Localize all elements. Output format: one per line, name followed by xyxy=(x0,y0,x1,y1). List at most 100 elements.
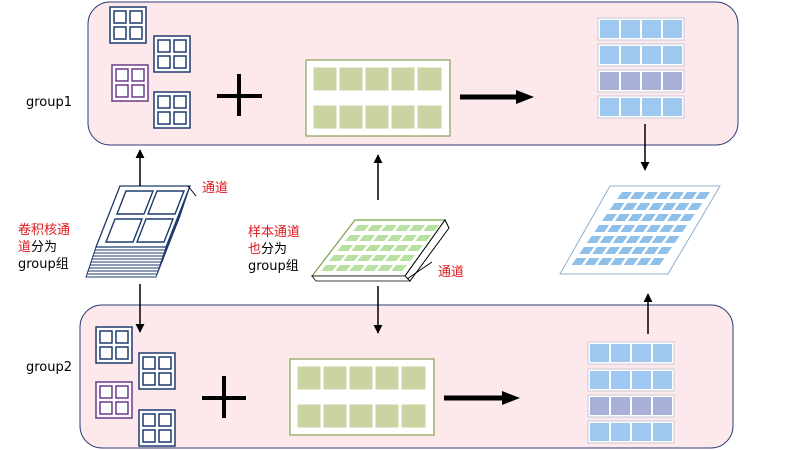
output-sheet-grid xyxy=(571,192,710,265)
output-cell xyxy=(601,214,617,221)
output-cell xyxy=(664,236,680,243)
group2-output-arrow xyxy=(444,391,520,405)
sample-cell xyxy=(387,235,403,241)
group1-kernel-1 xyxy=(109,6,147,44)
output-cell xyxy=(635,203,651,210)
group1-output-stack xyxy=(597,17,685,119)
sample-annotation-line2: 分为 xyxy=(261,242,288,257)
output-cell xyxy=(597,258,613,265)
output-cell xyxy=(579,247,594,254)
output-cell xyxy=(614,214,630,221)
output-cell xyxy=(592,247,607,254)
group2-sample-block xyxy=(289,358,435,436)
output-cell xyxy=(612,236,628,243)
sample-cell xyxy=(329,255,345,261)
output-cell xyxy=(636,258,652,265)
sample-cell xyxy=(423,225,439,231)
output-cell xyxy=(648,203,664,210)
group1-label: group1 xyxy=(26,95,73,110)
group2-kernel-4 xyxy=(138,409,176,447)
output-cell xyxy=(633,225,649,232)
sample-cell xyxy=(391,265,407,271)
sample-annotation: 样本通道 也分为 group组 xyxy=(248,224,300,275)
sample-cell xyxy=(365,245,381,251)
output-cell xyxy=(669,192,684,199)
sample-annotation-line1: 样本通道 xyxy=(248,225,301,240)
group1-sample-block xyxy=(305,59,451,137)
output-cell xyxy=(622,203,638,210)
sample-cell xyxy=(377,265,393,271)
group1-plus-sign xyxy=(217,74,262,116)
sample-cell xyxy=(379,245,395,251)
output-cell xyxy=(599,236,615,243)
output-cell xyxy=(586,236,602,243)
output-cell xyxy=(661,203,677,210)
sample-cell xyxy=(367,225,383,231)
group2-label: group2 xyxy=(26,360,73,375)
output-cell xyxy=(679,214,695,221)
output-cell xyxy=(607,225,623,232)
group1-kernel-3 xyxy=(111,64,149,102)
output-cell xyxy=(630,192,645,199)
sample-cell xyxy=(349,265,365,271)
sample-cell xyxy=(395,225,411,231)
sample-cell xyxy=(373,235,389,241)
output-cell xyxy=(623,258,639,265)
output-cell xyxy=(657,247,672,254)
kernel-annotation-line2: 分为 xyxy=(31,240,58,255)
sample-cell xyxy=(415,235,431,241)
group2-plus-sign xyxy=(202,376,246,418)
output-cell xyxy=(643,192,658,199)
output-cell xyxy=(640,214,656,221)
output-cell xyxy=(674,203,690,210)
output-cell xyxy=(617,192,632,199)
output-cell xyxy=(659,225,675,232)
output-cell xyxy=(610,258,626,265)
output-cell xyxy=(682,192,697,199)
output-cell xyxy=(656,192,671,199)
kernel-annotation-line3: group组 xyxy=(18,257,69,272)
output-cell xyxy=(687,203,703,210)
output-cell xyxy=(644,247,659,254)
group2-output-stack xyxy=(587,341,675,444)
sample-cell xyxy=(399,255,415,261)
output-cell xyxy=(631,247,646,254)
sample-cell xyxy=(381,225,397,231)
output-cell xyxy=(620,225,636,232)
sample-cell xyxy=(385,255,401,261)
output-cell xyxy=(695,192,710,199)
sample-sheet-grid xyxy=(321,225,439,271)
group1-kernel-4 xyxy=(153,91,191,129)
output-cell xyxy=(584,258,600,265)
sample-cell xyxy=(351,245,367,251)
sample-cell xyxy=(353,225,369,231)
output-cell xyxy=(618,247,633,254)
kernel-annotation-line1: 卷积核通 xyxy=(18,223,71,238)
output-cell xyxy=(651,236,667,243)
sample-cell xyxy=(335,265,351,271)
kernel-channel-tag: 通道 xyxy=(202,181,229,196)
sample-cell xyxy=(345,235,361,241)
output-cell xyxy=(649,258,665,265)
group2-kernel-1 xyxy=(95,326,133,364)
group2-kernel-2 xyxy=(138,352,176,390)
sample-cell xyxy=(393,245,409,251)
sample-cell xyxy=(409,225,425,231)
output-cell xyxy=(605,247,620,254)
sample-channel-tag: 通道 xyxy=(438,265,465,280)
output-cell xyxy=(672,225,688,232)
sample-annotation-line2-red: 也 xyxy=(248,242,262,257)
output-cell xyxy=(646,225,662,232)
output-cell xyxy=(625,236,641,243)
group1-kernel-2 xyxy=(153,35,191,73)
output-cell xyxy=(666,214,682,221)
output-cell xyxy=(609,203,625,210)
sample-cell xyxy=(321,265,337,271)
output-cell xyxy=(638,236,654,243)
group2-kernel-3 xyxy=(95,381,133,419)
sample-cell xyxy=(407,245,423,251)
output-cell xyxy=(571,258,587,265)
sample-cell xyxy=(337,245,353,251)
kernel-stack xyxy=(85,185,197,278)
